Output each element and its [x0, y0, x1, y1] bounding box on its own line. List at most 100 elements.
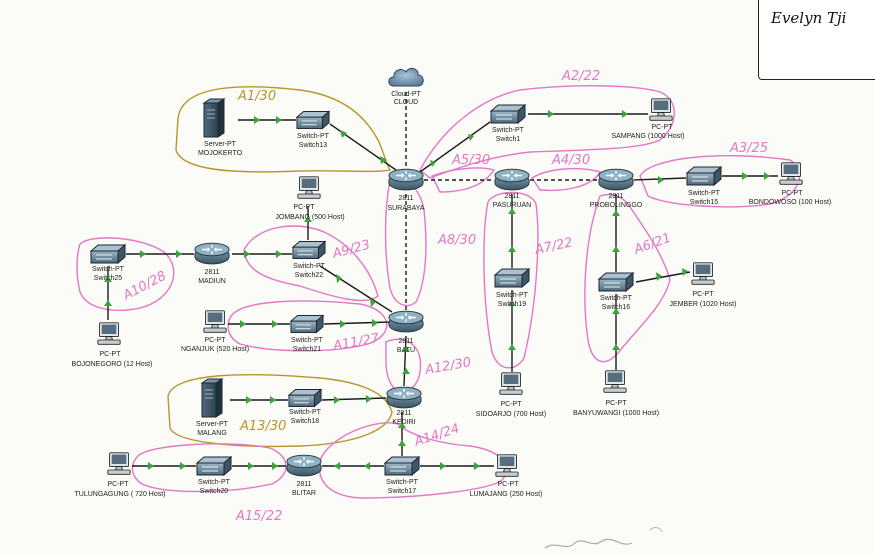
annotation-a11: A11/27	[331, 331, 381, 354]
subnet-annotations: A1/30 A2/22 A3/25 A5/30 A4/30 A6/21 A7/2…	[120, 69, 768, 524]
link-up-marker	[508, 300, 516, 306]
link-up-marker	[612, 308, 620, 314]
node-server-mojokerto[interactable]: Server-PT MOJOKERTO	[198, 98, 243, 157]
node-router-pasuruan[interactable]: 2811 PASURUAN	[493, 168, 531, 209]
link-up-marker	[508, 208, 516, 214]
node-switch21[interactable]: Switch-PT Switch21	[290, 315, 324, 354]
link-status-markers	[104, 110, 770, 470]
loop-a4	[531, 167, 602, 192]
switch-icon	[494, 268, 530, 288]
node-switch13[interactable]: Switch-PT Switch13	[296, 111, 330, 150]
node-pc-banyuwangi[interactable]: PC-PT BANYUWANGI (1000 Host)	[573, 370, 659, 417]
loop-a9	[243, 225, 379, 302]
node-pc-lumajang[interactable]: PC-PT LUMAJANG (250 Host)	[470, 454, 543, 498]
node-switch22-label: Switch22	[295, 272, 324, 279]
loop-a12	[385, 338, 422, 393]
node-switch17-label: Switch17	[388, 488, 417, 495]
node-router-surabaya-model: 2811	[398, 195, 413, 202]
link-sw21-batu	[323, 321, 391, 325]
link-up-marker	[254, 116, 260, 124]
node-switch25[interactable]: Switch-PT Switch25	[90, 244, 126, 282]
pc-icon	[499, 372, 523, 395]
node-switch1[interactable]: Switch-PT Switch1	[490, 104, 526, 143]
node-server-malang-label: MALANG	[197, 430, 227, 437]
link-up-marker	[304, 216, 312, 222]
node-switch22[interactable]: Switch-PT Switch22	[292, 241, 326, 280]
node-switch20[interactable]: Switch-PT Switch20	[196, 456, 232, 495]
switch-icon	[292, 241, 326, 259]
pc-icon	[297, 176, 321, 199]
link-up-marker	[398, 440, 406, 446]
node-pc-tulungagung[interactable]: PC-PT TULUNGAGUNG ( 720 Host)	[74, 452, 166, 498]
node-switch17[interactable]: Switch-PT Switch17	[384, 456, 420, 495]
node-pc-sidoarjo-label: SIDOARJO (700 Host)	[476, 411, 546, 418]
link-up-marker	[508, 246, 516, 252]
annotation-a10: A10/28	[120, 269, 169, 304]
node-switch13-label: Switch13	[299, 142, 328, 149]
link-sw18-kediri	[321, 397, 387, 401]
link-up-marker	[474, 462, 480, 470]
node-pc-banyuwangi-model: PC-PT	[606, 400, 628, 407]
node-pc-jombang[interactable]: PC-PT JOMBANG (500 Host)	[275, 176, 345, 221]
node-pc-tulungagung-label: TULUNGAGUNG ( 720 Host)	[74, 491, 165, 498]
node-router-pasuruan-model: 2811	[504, 193, 519, 200]
annotation-a13: A13/30	[239, 419, 286, 434]
node-pc-nganjuk-label: NGANJUK (520 Host)	[181, 346, 249, 353]
link-up-marker	[402, 368, 410, 374]
node-switch25-model: Switch-PT	[92, 266, 125, 273]
node-router-blitar[interactable]: 2811 BLITAR	[286, 454, 322, 497]
node-router-kediri-model: 2811	[396, 410, 411, 417]
link-sw16-jember	[635, 271, 691, 283]
loop-a5	[431, 167, 496, 193]
node-pc-jombang-label: JOMBANG (500 Host)	[275, 214, 344, 221]
link-up-marker	[244, 250, 250, 258]
node-router-probolinggo[interactable]: 2811 PROBOLINGGO	[590, 168, 643, 209]
node-switch21-label: Switch21	[293, 346, 322, 353]
node-server-malang[interactable]: Server-PT MALANG	[196, 378, 229, 437]
node-router-madiun[interactable]: 2811 MADIUN	[194, 242, 230, 285]
node-pc-nganjuk[interactable]: PC-PT NGANJUK (520 Host)	[181, 310, 249, 353]
node-pc-sampang-model: PC-PT	[652, 124, 674, 131]
node-switch18[interactable]: Switch-PT Switch18	[288, 389, 322, 426]
node-router-batu-label: BATU	[397, 347, 415, 354]
loop-a6	[584, 193, 671, 363]
node-pc-bojonegoro[interactable]: PC-PT BOJONEGORO (12 Host)	[72, 322, 153, 368]
node-switch22-model: Switch-PT	[293, 263, 326, 270]
link-up-marker	[104, 276, 112, 282]
router-icon	[194, 242, 230, 265]
node-router-surabaya-label: SURABAYA	[387, 205, 424, 212]
link-up-marker	[180, 462, 186, 470]
link-up-marker	[548, 110, 554, 118]
annotation-a6: A6/21	[631, 231, 673, 258]
link-up-marker	[402, 346, 410, 352]
node-router-madiun-label: MADIUN	[198, 278, 226, 285]
node-switch15[interactable]: Switch-PT Switch15	[686, 166, 722, 206]
server-icon	[203, 98, 225, 138]
node-pc-bojonegoro-model: PC-PT	[100, 351, 122, 358]
node-cloud[interactable]: Cloud-PT CLOUD	[388, 67, 424, 106]
node-switch19[interactable]: Switch-PT Switch19	[494, 268, 530, 308]
node-pc-bondowoso-label: BONDOWOSO (100 Host)	[749, 199, 831, 206]
node-router-batu[interactable]: 2811 BATU	[388, 310, 424, 354]
node-router-kediri[interactable]: 2811 KEDIRI	[386, 386, 422, 426]
link-up-marker	[340, 320, 346, 328]
loop-a11	[227, 300, 388, 352]
switch-icon	[598, 272, 634, 292]
node-switch16-label: Switch16	[602, 304, 631, 311]
node-pc-banyuwangi-label: BANYUWANGI (1000 Host)	[573, 410, 659, 417]
loop-a8	[384, 178, 427, 307]
node-pc-sidoarjo[interactable]: PC-PT SIDOARJO (700 Host)	[476, 372, 546, 418]
node-pc-sampang[interactable]: PC-PT SAMPANG (1000 Host)	[611, 98, 685, 140]
node-switch20-label: Switch20	[200, 488, 229, 495]
node-pc-jember[interactable]: PC-PT JEMBER (1020 Host)	[670, 262, 737, 308]
node-pc-bondowoso[interactable]: PC-PT BONDOWOSO (100 Host)	[749, 162, 831, 206]
annotation-a1: A1/30	[237, 89, 276, 104]
link-up-marker	[682, 268, 688, 276]
node-pc-jember-label: JEMBER (1020 Host)	[670, 301, 737, 308]
annotation-a14: A14/24	[412, 421, 462, 450]
node-router-surabaya[interactable]: 2811 SURABAYA	[387, 168, 425, 212]
link-up-marker	[468, 134, 474, 141]
node-switch16[interactable]: Switch-PT Switch16	[598, 272, 634, 311]
pc-icon	[97, 322, 121, 345]
node-switch17-model: Switch-PT	[386, 479, 419, 486]
